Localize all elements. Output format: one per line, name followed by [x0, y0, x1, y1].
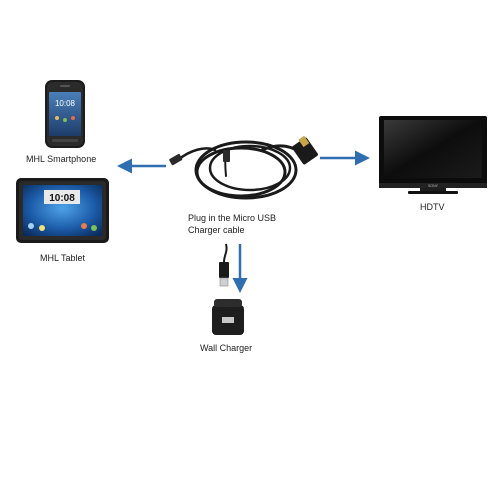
tablet-image: 10:08	[16, 178, 109, 243]
charger-label: Wall Charger	[200, 343, 253, 353]
cable-label-line1: Plug in the Micro USB	[188, 213, 277, 223]
phone-clock: 10:08	[55, 99, 76, 108]
hdtv-image: SONY	[379, 116, 487, 194]
cable-label-line2: Charger cable	[188, 225, 245, 235]
smartphone-label: MHL Smartphone	[26, 154, 97, 164]
tablet-clock: 10:08	[49, 193, 75, 204]
wall-charger-image	[212, 299, 244, 335]
usb-charger-cable-image	[219, 243, 229, 287]
tv-brand: SONY	[428, 184, 439, 188]
smartphone-image: 10:08	[45, 80, 85, 148]
tablet-label: MHL Tablet	[40, 253, 86, 263]
charge-port-plug	[223, 150, 230, 162]
micro-usb-plug	[169, 153, 183, 166]
hdtv-label: HDTV	[420, 202, 445, 212]
hdmi-plug	[292, 137, 318, 165]
cable-label: Plug in the Micro USB Charger cable	[188, 212, 276, 236]
mhl-cable-image	[176, 140, 310, 200]
